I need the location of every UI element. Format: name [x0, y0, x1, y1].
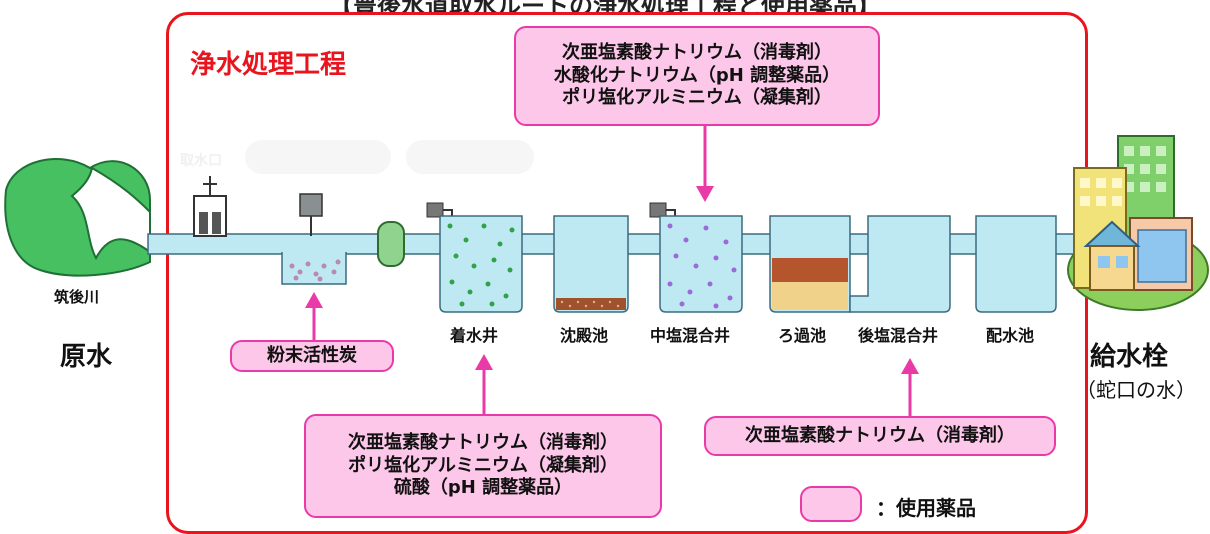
basin-sedimentation	[553, 215, 629, 313]
tap-label: 給水栓	[1090, 342, 1169, 372]
chem-bottom-left-line-2: ポリ塩化アルミニウム（凝集剤）	[348, 454, 618, 476]
raw-water-label: 原水	[60, 342, 113, 372]
chem-box-bottom-right: 次亜塩素酸ナトリウム（消毒剤）	[704, 416, 1056, 456]
faded-pill-2	[406, 140, 534, 174]
chem-bottom-left-line-1: 次亜塩素酸ナトリウム（消毒剤）	[348, 432, 618, 454]
stage-label-distribution: 配水池	[986, 326, 1035, 345]
stage-label-mid-chlorine: 中塩混合井	[650, 326, 731, 345]
chem-bottom-left-line-3: 硫酸（pH 調整薬品）	[393, 477, 573, 499]
sediment-layer	[556, 298, 626, 310]
chem-top-line-2: 水酸化ナトリウム（pH 調整薬品）	[553, 64, 841, 86]
stage-label-filter: ろ過池	[778, 326, 827, 345]
basin-distribution	[975, 215, 1057, 313]
stage-label-receiving-well: 着水井	[450, 326, 499, 345]
pump-icon	[377, 221, 405, 267]
stage-label-sedimentation: 沈殿池	[560, 326, 609, 345]
chem-top-line-1: 次亜塩素酸ナトリウム（消毒剤）	[562, 42, 832, 64]
carbon-feeder-icon	[299, 193, 323, 236]
chem-powder-line-1: 粉末活性炭	[267, 344, 357, 366]
carbon-tank	[281, 252, 347, 285]
carbon-particles	[289, 259, 341, 282]
legend-swatch	[800, 486, 862, 522]
filter-sand-layer	[772, 258, 848, 282]
chem-bottom-right-line-1: 次亜塩素酸ナトリウム（消毒剤）	[745, 424, 1015, 446]
process-label: 浄水処理工程	[190, 50, 347, 80]
receiving-well-particles	[447, 223, 515, 307]
basin-receiving-well	[439, 215, 523, 313]
faded-intake-text: 取水口	[180, 153, 222, 169]
intake-gate-icon	[193, 176, 227, 237]
chem-box-top: 次亜塩素酸ナトリウム（消毒剤） 水酸化ナトリウム（pH 調整薬品） ポリ塩化アル…	[514, 26, 880, 126]
chem-top-line-3: ポリ塩化アルミニウム（凝集剤）	[562, 87, 832, 109]
legend-label: ：使用薬品	[876, 496, 976, 520]
chem-box-powder: 粉末活性炭	[230, 340, 394, 372]
dosing-device-1-icon	[426, 202, 444, 218]
sediment-dots	[560, 300, 620, 308]
diagram-title: 【豊後水道取水ルートの浄水処理工程と使用薬品】	[260, 0, 950, 12]
chem-box-bottom-left: 次亜塩素酸ナトリウム（消毒剤） ポリ塩化アルミニウム（凝集剤） 硫酸（pH 調整…	[304, 414, 662, 518]
buildings-icon	[1073, 135, 1193, 291]
tap-sub-label: （蛇口の水）	[1076, 378, 1196, 402]
mid-chlorine-particles	[667, 223, 737, 309]
stage-label-post-chlorine: 後塩混合井	[858, 326, 939, 345]
dosing-device-2-icon	[649, 202, 667, 218]
river-water	[70, 166, 151, 261]
river-name-label: 筑後川	[54, 288, 100, 306]
filter-gravel-layer	[772, 282, 848, 310]
dosing-arrows	[305, 126, 919, 416]
basin-mid-chlorine	[659, 215, 743, 313]
faded-pill-1	[245, 140, 391, 174]
basin-post-chlorine	[849, 215, 951, 313]
